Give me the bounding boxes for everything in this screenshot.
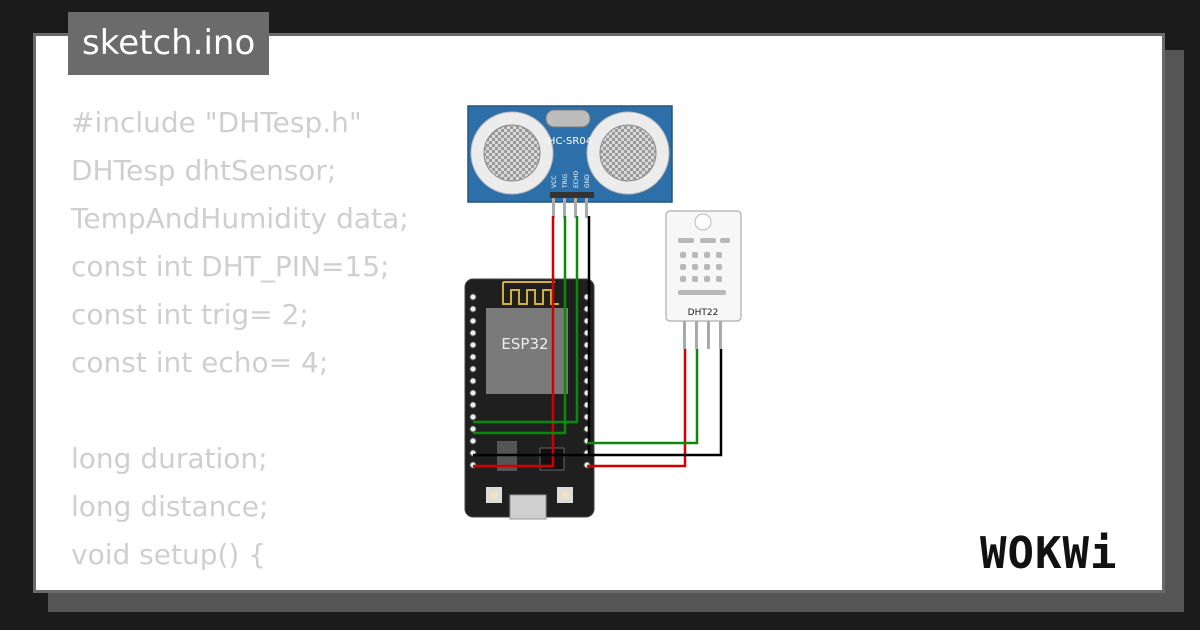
esp32-label: ESP32: [501, 335, 548, 353]
reset-button[interactable]: [486, 487, 502, 503]
usb-port: [509, 494, 547, 520]
dht-label: DHT22: [688, 308, 719, 318]
code-line: const int DHT_PIN=15;: [71, 250, 390, 283]
wires: [473, 216, 723, 468]
code-line: const int echo= 4;: [71, 346, 329, 379]
esp32-module: [486, 308, 568, 394]
pin-label: GND: [584, 174, 591, 188]
dht22-sensor[interactable]: DHT22: [665, 210, 742, 349]
antenna: [502, 281, 559, 305]
ultrasonic-sensor[interactable]: HC-SR04 VCC TRIG ECHO GND: [467, 105, 673, 218]
ultrasonic-label: HC-SR04: [548, 136, 592, 147]
code-preview: #include "DHTesp.h" DHTesp dhtSensor; Temp…: [71, 99, 409, 579]
wire-trig: [473, 216, 567, 435]
pin-label: VCC: [551, 176, 558, 188]
pin-label: ECHO: [573, 171, 580, 188]
wire-data-dht: [587, 349, 699, 445]
wire-echo: [473, 216, 579, 424]
wire-vcc-ultrasonic: [473, 216, 555, 468]
code-line: long duration;: [71, 442, 268, 475]
code-line: void setup() {: [71, 538, 267, 571]
file-tab[interactable]: sketch.ino: [68, 12, 270, 75]
code-line: #include "DHTesp.h": [71, 106, 362, 139]
brand-name: WOKWi: [980, 528, 1117, 579]
wire-vcc-dht: [587, 349, 687, 468]
code-line: DHTesp dhtSensor;: [71, 154, 337, 187]
code-line: TempAndHumidity data;: [71, 202, 409, 235]
code-line: long distance;: [71, 490, 269, 523]
wire-gnd-dht: [587, 349, 723, 457]
code-line: const int trig= 2;: [71, 298, 309, 331]
crystal: [545, 109, 591, 128]
wokwi-logo: WOKWi: [980, 528, 1117, 579]
pin-label: TRIG: [562, 173, 569, 189]
esp32-board[interactable]: ESP32: [464, 278, 595, 520]
boot-button[interactable]: [557, 487, 573, 503]
